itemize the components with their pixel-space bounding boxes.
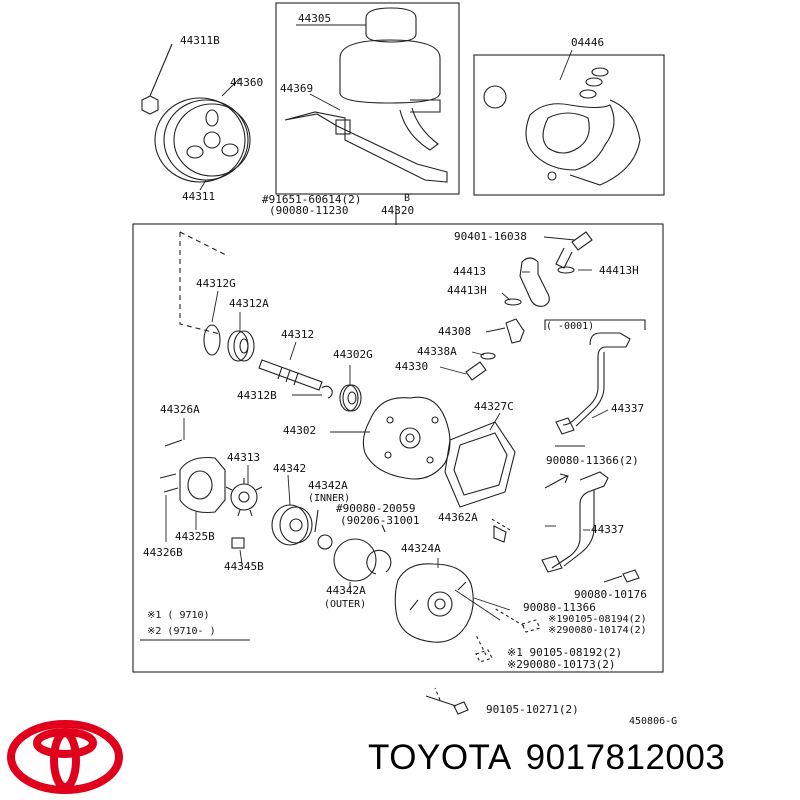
gasket — [444, 421, 516, 508]
note-line2: (90080-11230 — [269, 204, 348, 217]
label-90080-20059: #90080-20059 — [336, 502, 415, 515]
label-44413h-right: 44413H — [599, 264, 639, 277]
label-44326a-top: 44326A — [160, 403, 200, 416]
label-90080-10176: 90080-10176 — [574, 588, 647, 601]
label-44345b: 44345B — [224, 560, 264, 573]
label-90105-10271: 90105-10271(2) — [486, 703, 579, 716]
label-44413: 44413 — [453, 265, 486, 278]
cam-ring — [179, 456, 226, 514]
label-44337-upper: 44337 — [611, 402, 644, 415]
label-44324a: 44324A — [401, 542, 441, 555]
reservoir-box — [275, 2, 460, 195]
shaft — [258, 359, 323, 391]
label-90080-11366-2: 90080-11366(2) — [546, 454, 639, 467]
label-44312a: 44312A — [229, 297, 269, 310]
bracket-dashed — [544, 319, 646, 330]
rotor — [225, 478, 263, 517]
rear-housing — [394, 563, 474, 643]
reservoir-tank — [339, 7, 441, 151]
label-04446: 04446 — [571, 36, 604, 49]
part-number: 9017812003 — [525, 738, 726, 777]
label-44342a-outer: 44342A — [326, 584, 366, 597]
note-b: B — [404, 193, 410, 204]
label-44313: 44313 — [227, 451, 260, 464]
label-90105-08194: ※190105-08194(2) — [548, 614, 647, 625]
label-44311: 44311 — [182, 190, 215, 203]
front-housing — [362, 396, 451, 480]
label-inner: (INNER) — [308, 493, 350, 504]
label-44360: 44360 — [230, 76, 263, 89]
bolts — [425, 569, 640, 715]
label-44362a: 44362A — [438, 511, 478, 524]
flow-arrow — [544, 473, 569, 489]
label-outer: (OUTER) — [324, 599, 366, 610]
o-rings — [314, 509, 392, 582]
label-44330: 44330 — [395, 360, 428, 373]
label-44302g: 44302G — [333, 348, 373, 361]
label-44337-lower: 44337 — [591, 523, 624, 536]
label-90080-10174: ※290080-10174(2) — [548, 625, 647, 636]
label-44326b: 44326B — [143, 546, 183, 559]
pressure-pipe-lower — [541, 471, 609, 573]
label-bracket-range: ( -0001) — [546, 321, 594, 332]
label-44311b: 44311B — [180, 34, 220, 47]
label-44312b: 44312B — [237, 389, 277, 402]
label-figure-code: 450806-G — [629, 716, 677, 727]
pressure-pipe-upper — [555, 332, 631, 435]
brand-name: TOYOTA — [368, 738, 512, 777]
label-44320: 44320 — [381, 204, 414, 217]
label-44342: 44342 — [273, 462, 306, 475]
bearing — [227, 330, 255, 362]
main-assembly-box — [132, 223, 664, 673]
label-44342a-inner: 44342A — [308, 479, 348, 492]
snap-ring — [203, 324, 221, 356]
label-90080-10173: ※290080-10173(2) — [507, 658, 616, 671]
gasket-kit-box — [473, 54, 665, 196]
label-44302: 44302 — [283, 424, 316, 437]
label-44325b: 44325B — [175, 530, 215, 543]
legend-line2: ※2 (9710- ) — [147, 626, 216, 637]
label-44338a: 44338A — [417, 345, 457, 358]
label-90401-16038: 90401-16038 — [454, 230, 527, 243]
part-labels: 44305 44369 44311B 44360 44311 04446 #91… — [143, 12, 677, 727]
note-line1: #91651-60614(2) — [262, 193, 361, 206]
label-44369: 44369 — [280, 82, 313, 95]
union-fitting — [504, 231, 593, 307]
flow-control-valve — [465, 318, 525, 381]
label-44305: 44305 — [298, 12, 331, 25]
dashed-bracket — [179, 231, 229, 335]
side-plate — [271, 504, 313, 546]
label-44308: 44308 — [438, 325, 471, 338]
shaft-seal — [321, 384, 362, 412]
toyota-logo — [7, 720, 123, 794]
label-44327c: 44327C — [474, 400, 514, 413]
label-90105-08192: ※1 90105-08192(2) — [507, 646, 622, 659]
label-44312: 44312 — [281, 328, 314, 341]
label-90080-11366: 90080-11366 — [523, 601, 596, 614]
brand-caption: TOYOTA 9017812003 — [368, 738, 739, 778]
label-90206-31001: (90206-31001 — [340, 514, 419, 527]
pulley — [154, 97, 251, 183]
legend-line1: ※1 ( 9710) — [147, 610, 210, 621]
pulley-nut — [141, 43, 173, 115]
label-44413h-left: 44413H — [447, 284, 487, 297]
label-44312g: 44312G — [196, 277, 236, 290]
leader-lines — [140, 24, 609, 641]
vanes — [159, 439, 245, 549]
gasket-kit — [483, 67, 641, 186]
reservoir-bracket — [284, 111, 448, 183]
